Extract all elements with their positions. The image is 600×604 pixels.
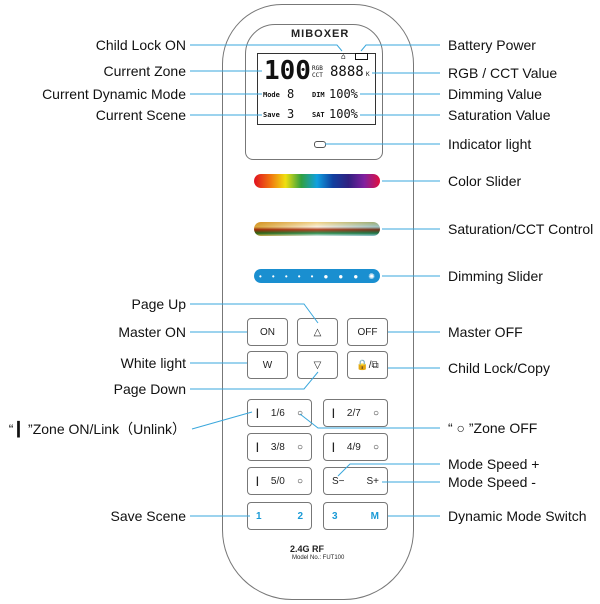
label-child-lock-copy: Child Lock/Copy	[448, 360, 550, 376]
lock-icon: ⌂	[341, 52, 346, 61]
label-color-slider: Color Slider	[448, 173, 522, 189]
zone-1-6-button[interactable]: |1/6○	[247, 399, 312, 427]
zone-label: 3/8	[270, 441, 285, 453]
zone-label: 4/9	[346, 441, 361, 453]
label-dynamic-mode-switch: Dynamic Mode Switch	[448, 508, 587, 524]
page-down-button[interactable]: ▽	[297, 351, 338, 379]
lcd-cct: CCT	[312, 72, 323, 79]
save-3[interactable]: 3	[332, 510, 338, 522]
label-page-up: Page Up	[131, 296, 186, 312]
label-mode-speed-minus: Mode Speed -	[448, 474, 536, 490]
battery-icon	[355, 53, 368, 60]
zone-label: 5/0	[270, 475, 285, 487]
label-dimming-slider: Dimming Slider	[448, 268, 543, 284]
brand-logo: MIBOXER	[291, 28, 350, 40]
label-dimming-value: Dimming Value	[448, 86, 542, 102]
label-master-off: Master OFF	[448, 324, 523, 340]
zone-label: 1/6	[270, 407, 285, 419]
zone-4-9-button[interactable]: |4/9○	[323, 433, 388, 461]
lcd-value: 8888	[330, 64, 364, 80]
zone-3-8-button[interactable]: |3/8○	[247, 433, 312, 461]
label-current-zone: Current Zone	[103, 63, 186, 79]
label-mode-speed-plus: Mode Speed +	[448, 456, 540, 472]
label-page-down: Page Down	[113, 381, 186, 397]
label-white-light: White light	[120, 355, 186, 371]
lcd-sat-value: 100%	[329, 107, 358, 121]
label-saturation-cct: Saturation/CCT Control	[448, 221, 594, 237]
speed-plus[interactable]: S+	[366, 475, 379, 487]
lcd-dim-value: 100%	[329, 87, 358, 101]
dimming-slider[interactable]: •••••●●●✺	[254, 269, 380, 283]
model-number: Model No.: FUT100	[292, 555, 345, 561]
lcd-zone: 100	[264, 56, 311, 86]
mode-switch[interactable]: M	[370, 510, 379, 522]
white-light-button[interactable]: W	[247, 351, 288, 379]
speed-minus[interactable]: S−	[332, 475, 345, 487]
master-off-button[interactable]: OFF	[347, 318, 388, 346]
label-indicator-light: Indicator light	[448, 136, 532, 152]
label-rgb-cct-value: RGB / CCT Value	[448, 65, 558, 81]
lcd-sat-label: SAT	[312, 111, 325, 119]
lcd-mode-label: Mode	[263, 91, 280, 99]
label-child-lock-on: Child Lock ON	[95, 37, 186, 53]
lcd-rgb: RGB	[312, 65, 323, 72]
sun-icon: ✺	[368, 271, 375, 281]
lcd-save-value: 3	[287, 107, 295, 121]
color-slider[interactable]	[254, 174, 380, 188]
label-zone-on-link: “ ▎”Zone ON/Link（Unlink）	[8, 421, 186, 437]
zone-label: 2/7	[346, 407, 361, 419]
saturation-cct-slider[interactable]	[254, 222, 380, 236]
label-battery-power: Battery Power	[448, 37, 536, 53]
child-lock-copy-button[interactable]: 🔒/⧉	[347, 351, 388, 379]
lcd-dim-label: DIM	[312, 91, 325, 99]
save-1[interactable]: 1	[256, 510, 262, 522]
label-saturation-value: Saturation Value	[448, 107, 551, 123]
label-save-scene: Save Scene	[110, 508, 187, 524]
rf-logo: 2.4G RF	[290, 544, 325, 554]
label-master-on: Master ON	[118, 324, 186, 340]
save-2[interactable]: 2	[297, 510, 303, 522]
label-current-dynamic-mode: Current Dynamic Mode	[42, 86, 186, 102]
lcd-k: K	[366, 71, 370, 78]
lcd-save-label: Save	[263, 111, 280, 119]
screen-housing	[245, 24, 383, 160]
master-on-button[interactable]: ON	[247, 318, 288, 346]
lcd-mode-value: 8	[287, 87, 295, 101]
label-current-scene: Current Scene	[95, 107, 186, 123]
label-zone-off: “ ○ ”Zone OFF	[448, 420, 538, 436]
lcd-display: 100 RGB CCT 8888 K Mode 8 Save 3 DIM 100…	[257, 52, 376, 125]
zone-2-7-button[interactable]: |2/7○	[323, 399, 388, 427]
mode-speed-button[interactable]: S− S+	[323, 467, 388, 495]
zone-5-0-button[interactable]: |5/0○	[247, 467, 312, 495]
